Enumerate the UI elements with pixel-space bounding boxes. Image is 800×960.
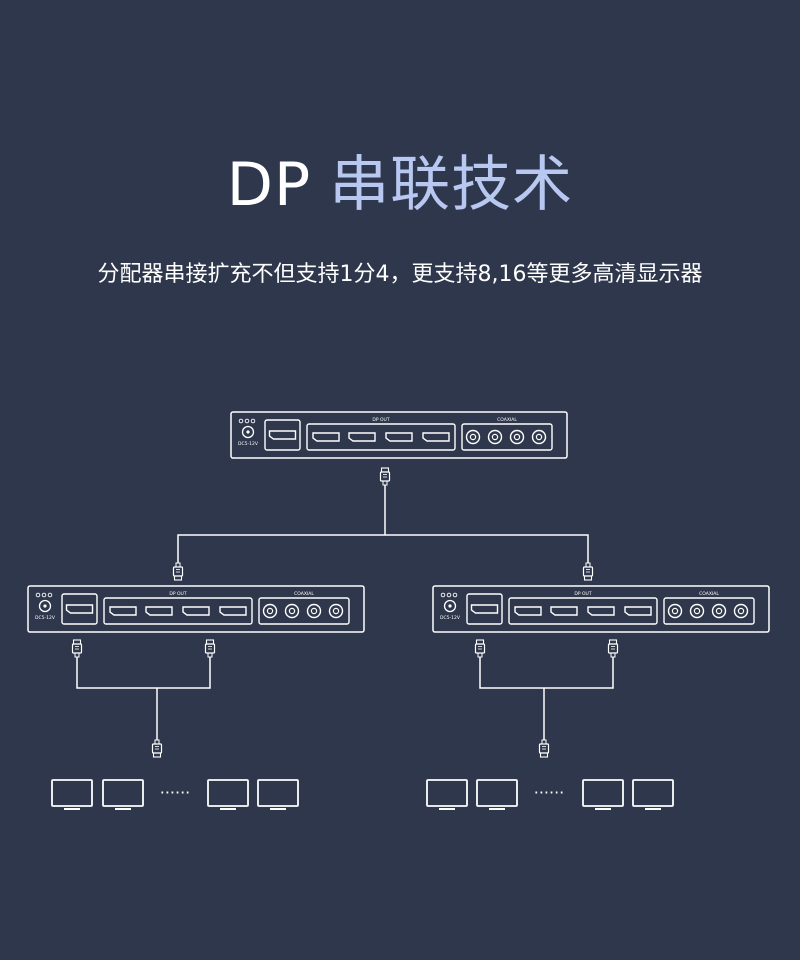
splitter-left: DP OUT COAXIAL DC5-12V [28, 586, 364, 632]
label-coaxial: COAXIAL [699, 591, 719, 597]
label-power: DC5-12V [238, 441, 259, 447]
label-power: DC5-12V [35, 615, 56, 621]
splitter-right: DP OUT COAXIAL DC5-12V [433, 586, 769, 632]
label-dp-out: DP OUT [574, 591, 591, 597]
monitor-icon [426, 779, 468, 810]
monitor-group-right: ······ [426, 779, 674, 810]
monitor-icon [632, 779, 674, 810]
ellipsis: ······ [534, 783, 565, 802]
page-subtitle: 分配器串接扩充不但支持1分4，更支持8,16等更多高清显示器 [97, 262, 703, 287]
cable-tree-top [172, 467, 594, 581]
monitor-icon [582, 779, 624, 810]
cable-tree-right [474, 639, 619, 758]
monitor-icon [476, 779, 518, 810]
title-prefix: DP [226, 150, 312, 220]
label-coaxial: COAXIAL [497, 417, 517, 423]
label-dp-out: DP OUT [169, 591, 186, 597]
label-coaxial: COAXIAL [294, 591, 314, 597]
monitor-group-left: ······ [51, 779, 299, 810]
monitor-icon [51, 779, 93, 810]
cable-tree-left [71, 639, 216, 758]
monitor-icon [207, 779, 249, 810]
label-dp-out: DP OUT [372, 417, 389, 423]
title-main: 串联技术 [329, 150, 574, 220]
ellipsis: ······ [160, 783, 191, 802]
monitor-icon [257, 779, 299, 810]
splitter-main: DP OUT COAXIAL DC5-12V [231, 412, 567, 458]
label-power: DC5-12V [440, 615, 461, 621]
monitor-icon [102, 779, 144, 810]
